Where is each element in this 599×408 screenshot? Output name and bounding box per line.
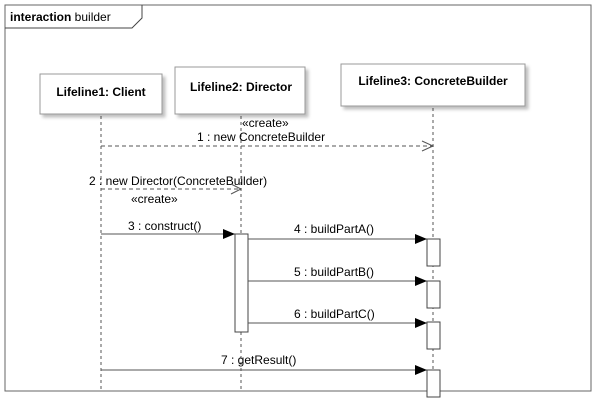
message-1-label: 1 : new ConcreteBuilder [197,130,325,144]
lifeline-client[interactable]: Lifeline1: Client [39,73,163,115]
message-2[interactable]: 2 : new Director(ConcreteBuilder) «creat… [89,174,267,206]
message-7[interactable]: 7 : getResult() [101,353,427,375]
message-5-label: 5 : buildPartB() [294,265,374,279]
message-6[interactable]: 6 : buildPartC() [248,307,427,328]
lifeline-client-name: Lifeline1: Client [56,85,145,99]
message-2-stereotype: «create» [131,192,178,206]
message-1-stereotype: «create» [242,116,289,130]
frame-title: interaction builder [10,10,111,24]
lifeline-builder[interactable]: Lifeline3: ConcreteBuilder [340,63,526,107]
message-3-label: 3 : construct() [128,219,201,233]
message-4[interactable]: 4 : buildPartA() [248,222,427,244]
activation-builder-a[interactable] [426,238,441,267]
message-7-label: 7 : getResult() [221,353,296,367]
message-4-label: 4 : buildPartA() [294,222,374,236]
activation-builder-b[interactable] [426,280,441,309]
message-1[interactable]: «create» 1 : new ConcreteBuilder [101,116,435,152]
message-3[interactable]: 3 : construct() [101,219,235,239]
activation-builder-c[interactable] [426,321,441,350]
lifeline-builder-name: Lifeline3: ConcreteBuilder [358,74,508,88]
message-6-label: 6 : buildPartC() [294,307,375,321]
message-5[interactable]: 5 : buildPartB() [248,265,427,286]
activation-director[interactable] [234,233,249,333]
lifeline-director[interactable]: Lifeline2: Director [174,66,306,115]
interaction-frame: interaction builder [4,4,592,392]
message-2-label: 2 : new Director(ConcreteBuilder) [89,174,267,188]
lifeline-director-name: Lifeline2: Director [190,80,292,94]
activation-builder-result[interactable] [426,369,441,398]
